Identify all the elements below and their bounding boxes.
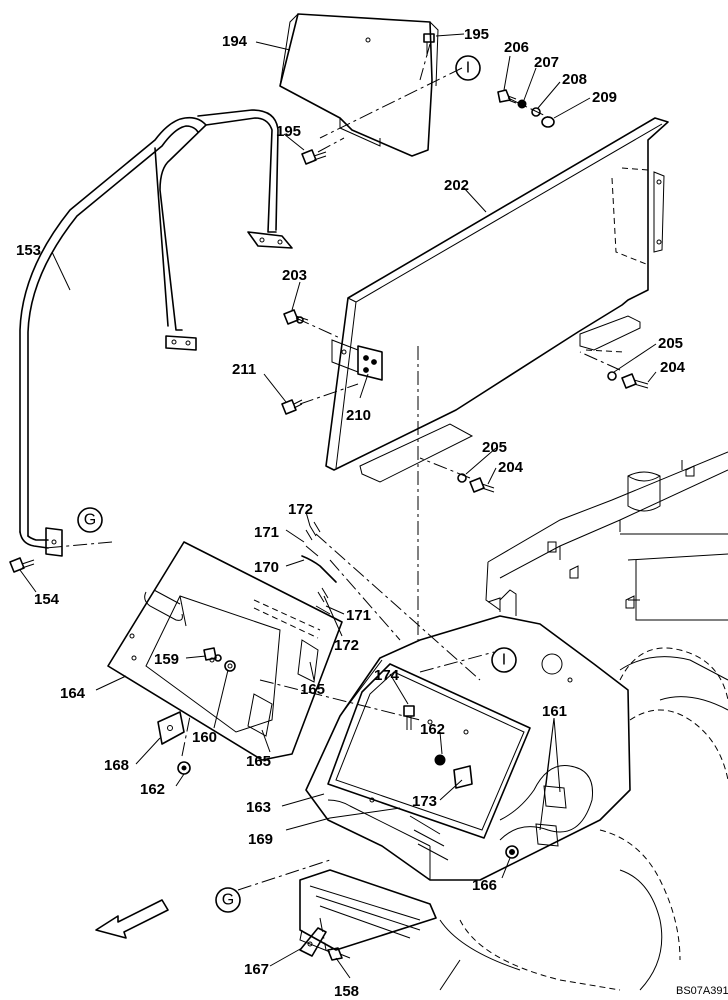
callout-202: 202 <box>444 177 469 194</box>
direction-arrow <box>95 899 169 939</box>
fasteners <box>9 33 649 961</box>
reference-mark-i-body: I <box>491 647 517 673</box>
callout-206: 206 <box>504 39 529 56</box>
bolt-203 <box>283 309 309 325</box>
callout-195-top: 195 <box>464 26 489 43</box>
callout-204-upper: 204 <box>660 359 686 376</box>
callout-172-upper: 172 <box>288 501 313 518</box>
bolt-154 <box>9 557 35 573</box>
callout-163: 163 <box>246 799 271 816</box>
callout-173: 173 <box>412 793 437 810</box>
callout-209: 209 <box>592 89 617 106</box>
callout-203: 203 <box>282 267 307 284</box>
callout-167: 167 <box>244 961 269 978</box>
nut-166 <box>505 845 519 859</box>
bolt-159 <box>203 647 222 662</box>
bolt-158 <box>327 947 351 961</box>
callout-205-upper: 205 <box>658 335 683 352</box>
hinge-210 <box>357 345 383 381</box>
bolt-204-lower <box>469 477 495 493</box>
callout-170: 170 <box>254 559 279 576</box>
callout-158: 158 <box>334 983 359 1000</box>
callout-166: 166 <box>472 877 497 894</box>
spring-172 <box>305 521 329 603</box>
svg-text:G: G <box>84 512 96 529</box>
grab-bar-153 <box>19 109 293 557</box>
svg-text:I: I <box>466 60 470 77</box>
nut-162-left <box>177 761 191 775</box>
washer-207 <box>517 99 527 109</box>
callout-154: 154 <box>34 591 60 608</box>
callout-195-left: 195 <box>276 123 301 140</box>
callout-165-upper: 165 <box>300 681 325 698</box>
bolt-195-left <box>301 149 327 165</box>
callout-164: 164 <box>60 685 86 702</box>
center-lines <box>45 43 621 951</box>
callout-210: 210 <box>346 407 371 424</box>
pin-171 <box>305 545 331 615</box>
washer-205-lower <box>457 473 467 483</box>
bolt-211 <box>281 399 303 415</box>
bracket-173 <box>453 765 473 789</box>
callout-204-lower: 204 <box>498 459 524 476</box>
callout-161: 161 <box>542 703 567 720</box>
panel-202 <box>325 117 669 483</box>
leader-lines <box>19 33 657 979</box>
callout-171-lower: 171 <box>346 607 371 624</box>
drawing-code: BS07A391 <box>676 985 728 997</box>
callout-labels: 153 154 158 159 160 161 162 162 163 164 … <box>16 26 686 1000</box>
reference-mark-g-step: G <box>215 887 241 913</box>
callout-162-left: 162 <box>140 781 165 798</box>
bolt-206 <box>497 89 517 104</box>
washer-208 <box>531 107 541 117</box>
bolt-174 <box>403 705 415 730</box>
cover-194 <box>279 13 439 157</box>
callout-165-lower: 165 <box>246 753 271 770</box>
svg-text:G: G <box>222 892 234 909</box>
step-bracket <box>299 869 437 953</box>
callout-174: 174 <box>374 667 400 684</box>
callout-159: 159 <box>154 651 179 668</box>
callout-211: 211 <box>232 361 256 378</box>
callout-169: 169 <box>248 831 273 848</box>
callout-153: 153 <box>16 242 41 259</box>
callout-168: 168 <box>104 757 129 774</box>
callout-172-lower: 172 <box>334 637 359 654</box>
bracket-167 <box>299 927 327 957</box>
svg-text:I: I <box>502 652 506 669</box>
bolt-195-top <box>423 33 435 56</box>
washer-160 <box>224 660 236 672</box>
machine-body <box>439 451 728 991</box>
washer-205-upper <box>607 371 617 381</box>
callout-205-lower: 205 <box>482 439 507 456</box>
reference-mark-g-bar: G <box>77 507 103 533</box>
frame-163 <box>305 589 631 881</box>
callout-194: 194 <box>222 33 248 50</box>
callout-171-upper: 171 <box>254 524 279 541</box>
callout-207: 207 <box>534 54 559 71</box>
nut-162-right <box>434 754 446 766</box>
washer-209 <box>541 116 555 128</box>
rod-170 <box>301 555 337 583</box>
callout-208: 208 <box>562 71 587 88</box>
storage-box-164 <box>107 541 343 761</box>
reference-mark-i-top: I <box>455 55 481 81</box>
callout-162-right: 162 <box>420 721 445 738</box>
bolt-204-upper <box>621 373 649 389</box>
callout-160: 160 <box>192 729 217 746</box>
bracket-168 <box>157 711 185 745</box>
